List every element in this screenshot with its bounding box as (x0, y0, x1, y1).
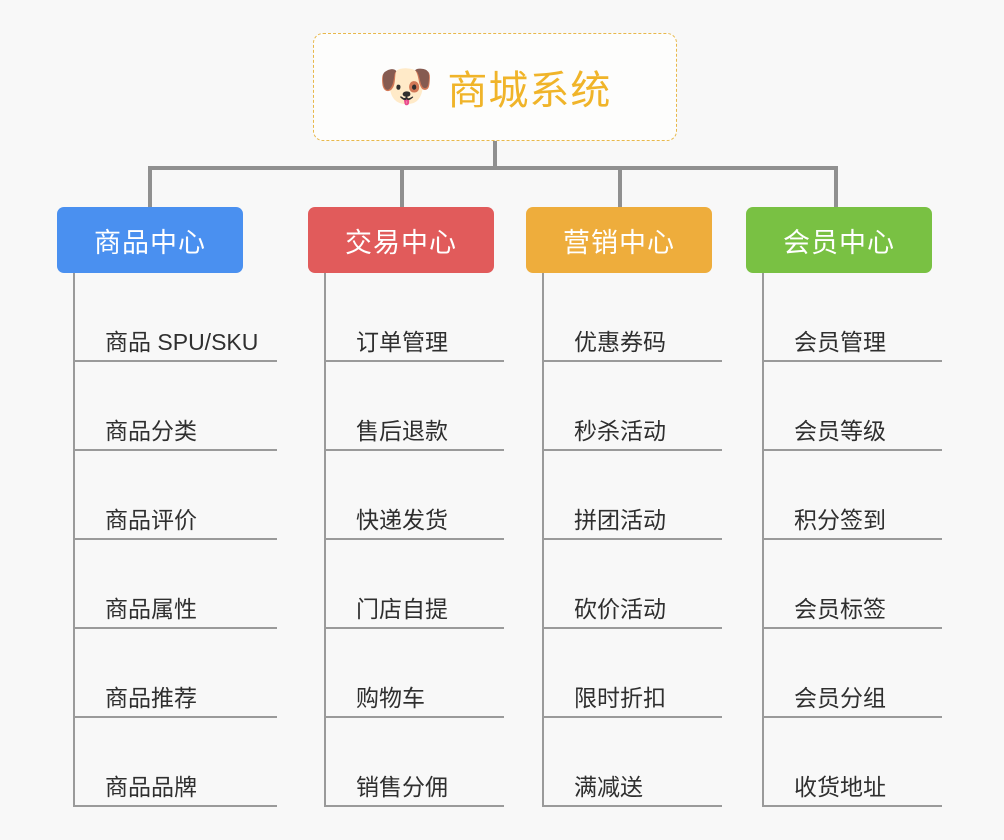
leaf-item-label: 销售分佣 (356, 773, 448, 800)
leaf-item[interactable]: 销售分佣 (324, 718, 504, 807)
leaf-item[interactable]: 拼团活动 (542, 451, 722, 540)
connector-branch-stem-4 (834, 166, 838, 207)
leaf-item[interactable]: 门店自提 (324, 540, 504, 629)
connector-horizontal-bus (148, 166, 836, 170)
leaf-item-label: 售后退款 (356, 417, 448, 444)
leaf-list-1: 商品 SPU/SKU 商品分类商品评价商品属性商品推荐商品品牌 (73, 273, 277, 807)
leaf-item-label: 订单管理 (356, 328, 448, 355)
leaf-item[interactable]: 订单管理 (324, 273, 504, 362)
leaf-item[interactable]: 商品 SPU/SKU (73, 273, 277, 362)
leaf-item-label: 会员分组 (794, 684, 886, 711)
leaf-item[interactable]: 商品属性 (73, 540, 277, 629)
leaf-item[interactable]: 快递发货 (324, 451, 504, 540)
leaf-item-label: 积分签到 (794, 506, 886, 533)
leaf-list-4: 会员管理会员等级积分签到会员标签会员分组收货地址 (762, 273, 942, 807)
category-label: 交易中心 (345, 227, 457, 258)
leaf-item-label: 商品品牌 (105, 773, 197, 800)
leaf-item[interactable]: 限时折扣 (542, 629, 722, 718)
leaf-item-label: 商品推荐 (105, 684, 197, 711)
leaf-item-label: 购物车 (356, 684, 425, 711)
leaf-item[interactable]: 售后退款 (324, 362, 504, 451)
leaf-item[interactable]: 商品分类 (73, 362, 277, 451)
leaf-item-label: 快递发货 (356, 506, 448, 533)
connector-branch-stem-3 (618, 166, 622, 207)
category-label: 商品中心 (94, 227, 206, 258)
branch-1: 商品中心商品 SPU/SKU 商品分类商品评价商品属性商品推荐商品品牌 (57, 207, 277, 807)
connector-root-stem (493, 141, 497, 168)
leaf-item[interactable]: 会员分组 (762, 629, 942, 718)
leaf-item[interactable]: 购物车 (324, 629, 504, 718)
branch-3: 营销中心优惠券码秒杀活动拼团活动砍价活动限时折扣满减送 (526, 207, 722, 807)
leaf-item-label: 收货地址 (794, 773, 886, 800)
category-label: 会员中心 (783, 227, 895, 258)
category-box-4[interactable]: 会员中心 (746, 207, 932, 273)
leaf-item[interactable]: 优惠券码 (542, 273, 722, 362)
connector-branch-stem-2 (400, 166, 404, 207)
leaf-item-label: 会员等级 (794, 417, 886, 444)
leaf-spine (324, 273, 326, 807)
leaf-item-label: 满减送 (574, 773, 643, 800)
leaf-item-label: 会员标签 (794, 595, 886, 622)
leaf-item-label: 会员管理 (794, 328, 886, 355)
leaf-item-label: 商品 SPU/SKU (105, 328, 259, 355)
leaf-item[interactable]: 秒杀活动 (542, 362, 722, 451)
leaf-item[interactable]: 商品品牌 (73, 718, 277, 807)
leaf-spine (542, 273, 544, 807)
leaf-item-label: 限时折扣 (574, 684, 666, 711)
leaf-item-label: 商品分类 (105, 417, 197, 444)
leaf-spine (73, 273, 75, 807)
shiba-dog-face-icon: 🐶 (378, 62, 434, 111)
leaf-item[interactable]: 会员等级 (762, 362, 942, 451)
leaf-spine (762, 273, 764, 807)
connector-branch-stem-1 (148, 166, 152, 207)
leaf-item-label: 商品评价 (105, 506, 197, 533)
root-node[interactable]: 🐶 商城系统 (313, 33, 677, 141)
root-title: 商城系统 (447, 69, 612, 113)
leaf-item-label: 门店自提 (356, 595, 448, 622)
category-box-1[interactable]: 商品中心 (57, 207, 243, 273)
leaf-item-label: 砍价活动 (574, 595, 666, 622)
leaf-item[interactable]: 砍价活动 (542, 540, 722, 629)
leaf-item[interactable]: 收货地址 (762, 718, 942, 807)
category-box-3[interactable]: 营销中心 (526, 207, 712, 273)
leaf-item[interactable]: 积分签到 (762, 451, 942, 540)
leaf-list-3: 优惠券码秒杀活动拼团活动砍价活动限时折扣满减送 (542, 273, 722, 807)
category-label: 营销中心 (563, 227, 675, 258)
leaf-item[interactable]: 商品推荐 (73, 629, 277, 718)
category-box-2[interactable]: 交易中心 (308, 207, 494, 273)
leaf-item[interactable]: 会员标签 (762, 540, 942, 629)
leaf-item-label: 秒杀活动 (574, 417, 666, 444)
leaf-item[interactable]: 满减送 (542, 718, 722, 807)
branch-2: 交易中心订单管理售后退款快递发货门店自提购物车销售分佣 (308, 207, 504, 807)
leaf-item-label: 拼团活动 (574, 506, 666, 533)
leaf-list-2: 订单管理售后退款快递发货门店自提购物车销售分佣 (324, 273, 504, 807)
leaf-item-label: 商品属性 (105, 595, 197, 622)
leaf-item[interactable]: 会员管理 (762, 273, 942, 362)
leaf-item-label: 优惠券码 (574, 328, 666, 355)
branch-4: 会员中心会员管理会员等级积分签到会员标签会员分组收货地址 (746, 207, 942, 807)
leaf-item[interactable]: 商品评价 (73, 451, 277, 540)
